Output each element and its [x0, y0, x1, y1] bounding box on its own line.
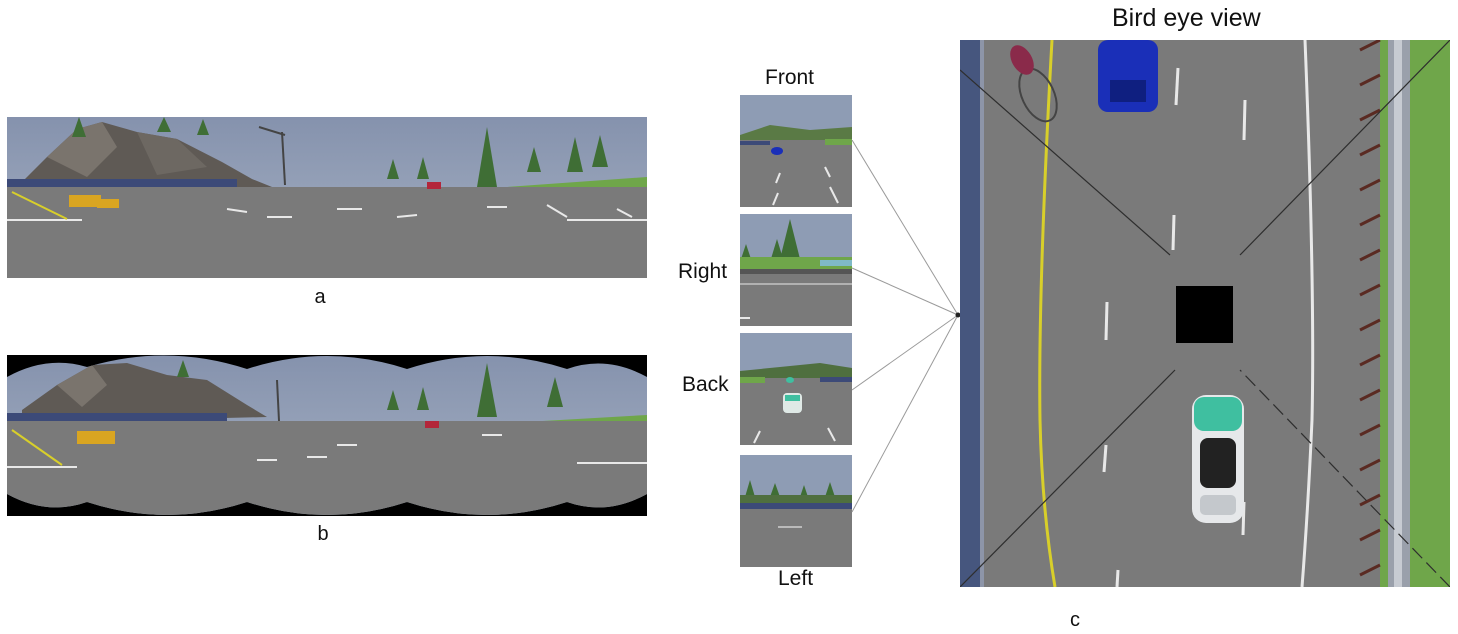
front-view [740, 95, 852, 207]
right-label: Right [678, 260, 728, 283]
back-label: Back [682, 373, 729, 396]
left-view [740, 455, 852, 567]
panorama-a [7, 117, 647, 278]
left-view-scene [740, 455, 852, 567]
right-view-scene [740, 214, 852, 326]
front-label: Front [765, 66, 815, 89]
bird-eye-caption: c [1070, 609, 1080, 631]
panorama-b-scene [7, 355, 647, 516]
left-label: Left [778, 567, 814, 590]
back-view [740, 333, 852, 445]
panorama-a-caption: a [314, 286, 326, 308]
bird-eye-scene [960, 40, 1450, 587]
right-view [740, 214, 852, 326]
view-connector-lines [851, 140, 961, 513]
back-view-scene [740, 333, 852, 445]
panorama-b-caption: b [317, 523, 329, 545]
front-view-scene [740, 95, 852, 207]
bird-eye-view [960, 40, 1450, 587]
bird-eye-title: Bird eye view [1112, 4, 1261, 32]
panorama-b [7, 355, 647, 516]
panorama-a-scene [7, 117, 647, 278]
